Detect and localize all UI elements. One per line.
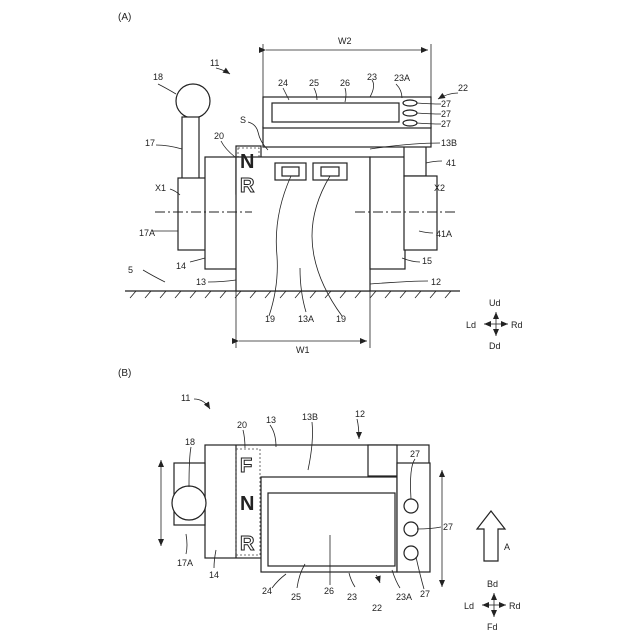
- ref-indicator-20-b: 20: [237, 420, 247, 430]
- dimension-w2: [263, 44, 431, 97]
- ref-gap-s: S: [240, 115, 246, 125]
- ref-chassis-top-13B-b: 13B: [302, 412, 318, 422]
- ref-vehicle-11-b: 11: [181, 393, 190, 403]
- direction-arrow-a: [477, 511, 505, 561]
- operation-unit-lower-frame: [263, 127, 431, 147]
- switch-27-b: [403, 110, 417, 116]
- ref-ground-5: 5: [128, 265, 133, 275]
- ref-screen-inner-26-b: 26: [324, 586, 334, 596]
- direction-cross-b: [482, 593, 506, 617]
- side-unit-base-41A: [404, 176, 437, 250]
- label-arrow-a: A: [504, 542, 510, 552]
- ref-screen-frame-25: 25: [309, 78, 319, 88]
- ref-axis-x2: X2: [434, 183, 445, 193]
- ref-knob-18: 18: [153, 72, 163, 82]
- ref-screen-frame-25-b: 25: [291, 592, 301, 602]
- ref-side-unit-41: 41: [446, 158, 456, 168]
- ground-line: [125, 291, 460, 298]
- ref-screen-24: 24: [278, 78, 288, 88]
- label-w2: W2: [338, 36, 352, 46]
- dir-back-bd: Bd: [487, 579, 498, 589]
- screen-24: [272, 103, 399, 122]
- button-19-right-cap: [321, 167, 339, 176]
- panel-b-label: (B): [118, 368, 131, 379]
- ref-body-12-b: 12: [355, 409, 365, 419]
- lever-base-17A: [178, 178, 207, 250]
- ref-lever-base-17A: 17A: [139, 228, 155, 238]
- ref-chassis-top-13B: 13B: [441, 138, 457, 148]
- ref-left-block-14: 14: [176, 261, 186, 271]
- ref-display-case-23-b: 23: [347, 592, 357, 602]
- chassis-top-13B-block: [368, 445, 397, 476]
- switch-27-a: [403, 100, 417, 106]
- panel-a-label: (A): [118, 12, 131, 23]
- panel-a: (A): [118, 12, 523, 355]
- ref-body-12: 12: [431, 277, 441, 287]
- ref-chassis-bottom-13A: 13A: [298, 314, 314, 324]
- ref-indicator-20: 20: [214, 131, 224, 141]
- ref-button-19-left: 19: [265, 314, 275, 324]
- side-unit-41: [404, 146, 426, 176]
- ref-lever-arm-17: 17: [145, 138, 155, 148]
- ref-right-block-15: 15: [422, 256, 432, 266]
- ref-vehicle-11: 11: [210, 58, 219, 68]
- dir-left-ld: Ld: [466, 320, 476, 330]
- dir-left-ld-b: Ld: [464, 601, 474, 611]
- ref-display-case-edge-23A-b: 23A: [396, 592, 412, 602]
- ref-screen-24-b: 24: [262, 586, 272, 596]
- dir-right-rd-b: Rd: [509, 601, 521, 611]
- ref-display-case-edge-23A: 23A: [394, 73, 410, 83]
- knob-18: [176, 84, 210, 118]
- switch-27-top-b: [404, 522, 418, 536]
- ref-chassis-13-b: 13: [266, 415, 276, 425]
- ref-switch-27-c: 27: [441, 119, 451, 129]
- shift-n-letter: N: [240, 151, 254, 173]
- ref-operation-unit-22-b: 22: [372, 603, 382, 613]
- button-19-left-cap: [282, 167, 299, 176]
- dir-up-ud: Ud: [489, 298, 501, 308]
- dir-down-dd: Dd: [489, 341, 501, 351]
- ref-side-unit-base-41A: 41A: [436, 229, 452, 239]
- ref-switch-27-b-bottom: 27: [420, 589, 430, 599]
- shift-r-letter: R: [240, 175, 255, 197]
- ref-switch-27-b-top: 27: [410, 449, 420, 459]
- ref-operation-unit-22: 22: [458, 83, 468, 93]
- ref-lever-base-17A-b: 17A: [177, 558, 193, 568]
- ref-button-19-right: 19: [336, 314, 346, 324]
- ref-display-case-23: 23: [367, 72, 377, 82]
- lever-arm-17: [182, 117, 199, 179]
- shift-f-letter: F: [240, 455, 252, 477]
- shift-r-letter-b: R: [240, 533, 255, 555]
- switch-27-c: [403, 120, 417, 126]
- right-block-15: [370, 157, 405, 269]
- direction-cross-a: [484, 312, 508, 336]
- ref-switch-27-a: 27: [441, 99, 451, 109]
- ref-left-block-14-b: 14: [209, 570, 219, 580]
- ref-chassis-13: 13: [196, 277, 206, 287]
- switch-27-top-a: [404, 499, 418, 513]
- ref-knob-18-b: 18: [185, 437, 195, 447]
- dir-right-rd: Rd: [511, 320, 523, 330]
- ref-switch-27-b-mid: 27: [443, 522, 453, 532]
- ref-switch-27-b: 27: [441, 109, 451, 119]
- ref-axis-x1: X1: [155, 183, 166, 193]
- shift-n-letter-b: N: [240, 493, 254, 515]
- panel-b: (B) 11 F N R A: [118, 368, 521, 632]
- label-w1: W1: [296, 345, 310, 355]
- ref-screen-inner-26: 26: [340, 78, 350, 88]
- left-block-14: [205, 157, 237, 269]
- knob-18-top: [172, 486, 206, 520]
- screen-24-top: [268, 493, 395, 566]
- dir-front-fd: Fd: [487, 622, 498, 632]
